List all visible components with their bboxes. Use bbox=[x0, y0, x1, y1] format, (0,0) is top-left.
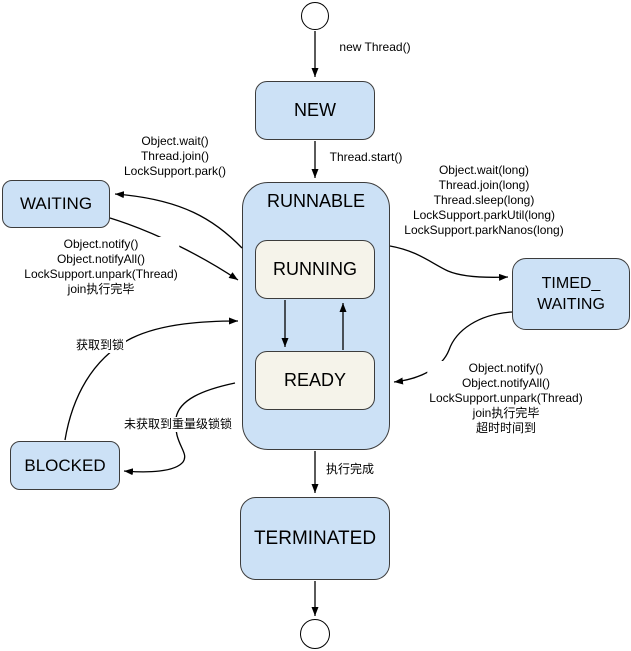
edge-label-runnable-to-blocked: 未获取到重量级锁锁 bbox=[121, 417, 235, 432]
edge-label-timed-waiting-to-runnable: Object.notify() Object.notifyAll() LockS… bbox=[427, 361, 585, 436]
state-running: RUNNING bbox=[255, 240, 375, 299]
edge-label-line: join执行完毕 bbox=[472, 406, 540, 420]
state-waiting: WAITING bbox=[2, 180, 110, 228]
state-blocked-label: BLOCKED bbox=[24, 455, 106, 475]
state-runnable-label: RUNNABLE bbox=[266, 191, 366, 211]
edge-label-line: Thread.join() bbox=[140, 149, 210, 163]
edge-label-line: Object.wait() bbox=[141, 134, 209, 148]
edge-label-runnable-to-timed-waiting: Object.wait(long) Thread.join(long) Thre… bbox=[402, 163, 566, 238]
edge-label-runnable-to-waiting: Object.wait() Thread.join() LockSupport.… bbox=[121, 134, 229, 179]
edge-label-line: Object.notifyAll() bbox=[56, 252, 146, 266]
edge-label-line: Object.notifyAll() bbox=[461, 376, 551, 390]
edge-label-line: Object.wait(long) bbox=[438, 163, 530, 177]
arrow-runnable-to-timed-waiting bbox=[389, 245, 509, 281]
start-node bbox=[301, 2, 329, 30]
edge-label-line: Object.notify() bbox=[468, 361, 544, 375]
state-running-label: RUNNING bbox=[273, 259, 357, 279]
state-timed-waiting: TIMED_ WAITING bbox=[512, 258, 630, 330]
state-terminated-label: TERMINATED bbox=[253, 527, 377, 549]
edge-label-runnable-to-terminated: 执行完成 bbox=[323, 462, 377, 477]
state-timed-waiting-label-line2: WAITING bbox=[537, 296, 605, 313]
edge-label-line: join执行完毕 bbox=[67, 282, 135, 296]
edge-label-line: Object.notify() bbox=[63, 237, 139, 251]
end-node bbox=[300, 619, 330, 649]
edge-label-new-thread: new Thread() bbox=[337, 40, 413, 55]
state-new-label: NEW bbox=[294, 100, 336, 120]
edge-label-line: Thread.sleep(long) bbox=[433, 193, 535, 207]
state-waiting-label: WAITING bbox=[19, 194, 93, 213]
edge-label-blocked-to-runnable: 获取到锁 bbox=[73, 338, 127, 353]
edge-label-line: LockSupport.unpark(Thread) bbox=[24, 267, 178, 281]
edge-label-line: LockSupport.parkUtil(long) bbox=[412, 208, 556, 222]
edge-label-line: LockSupport.parkNanos(long) bbox=[404, 223, 564, 237]
edge-label-line: Thread.join(long) bbox=[438, 178, 530, 192]
state-blocked: BLOCKED bbox=[10, 441, 120, 490]
edge-label-waiting-to-runnable: Object.notify() Object.notifyAll() LockS… bbox=[22, 237, 180, 297]
state-terminated: TERMINATED bbox=[240, 497, 390, 580]
edge-label-line: LockSupport.park() bbox=[123, 164, 227, 178]
state-timed-waiting-label-line1: TIMED_ bbox=[541, 275, 601, 292]
edge-label-line: LockSupport.unpark(Thread) bbox=[429, 391, 583, 405]
state-new: NEW bbox=[255, 81, 375, 140]
edge-label-thread-start: Thread.start() bbox=[327, 150, 405, 165]
state-ready: READY bbox=[255, 351, 375, 410]
state-ready-label: READY bbox=[283, 370, 346, 390]
edge-label-line: 超时时间到 bbox=[475, 421, 537, 435]
